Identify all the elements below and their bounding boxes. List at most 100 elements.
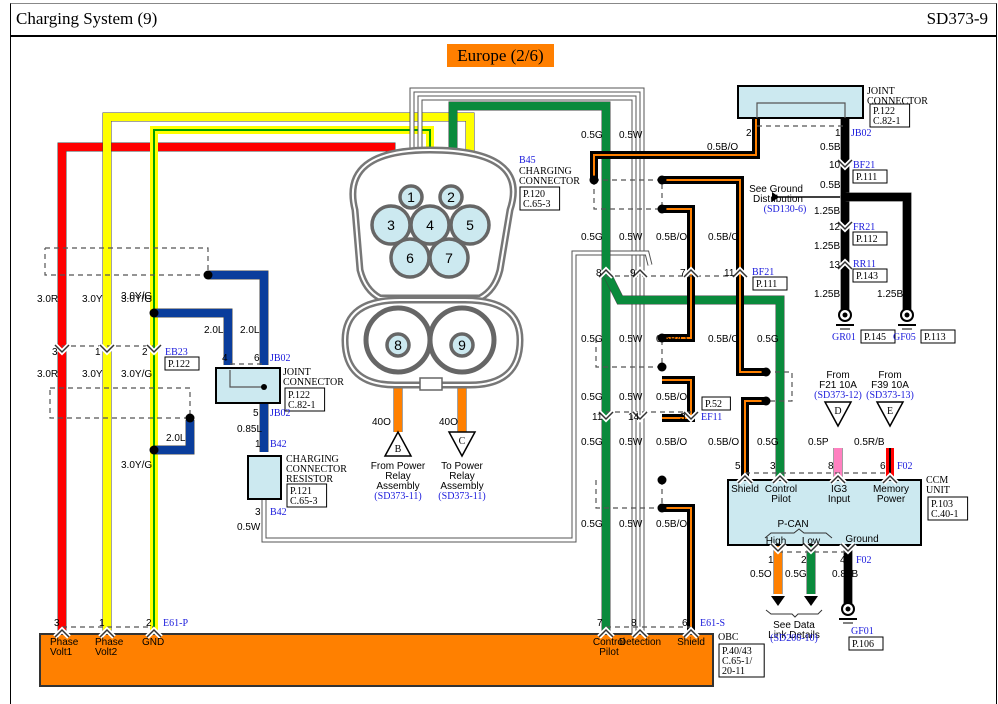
connector-code: EB23 — [165, 347, 188, 358]
connector-pin-label: 3 — [387, 217, 395, 233]
wire-label: 3.0Y/G — [121, 294, 152, 305]
arrow-down-icon — [804, 596, 818, 606]
shield-dash-low — [595, 480, 663, 509]
connector-code: BF21 — [752, 267, 774, 278]
wire-label: 3.0Y/G — [121, 460, 152, 471]
offpage-b-ref: (SD373-11) — [374, 491, 421, 502]
ground-distribution-label: Distribution — [753, 194, 803, 205]
wire-label: 40O — [439, 417, 458, 428]
ccm-label: CCM — [926, 475, 948, 486]
ref-text: P.111 — [856, 172, 877, 183]
wire-label: 0.5B — [820, 142, 841, 153]
ref-text: P.122 — [168, 359, 190, 370]
connector-pin-label: 8 — [394, 337, 402, 353]
ref-box — [852, 231, 888, 246]
pin-label: 9 — [630, 268, 636, 279]
data-link-brace — [765, 609, 823, 618]
ground-distribution-ref: (SD130-6) — [764, 204, 807, 215]
splice-dot — [657, 362, 667, 372]
ccm-pin-label: Power — [877, 494, 906, 505]
rr11-ref: P.143 — [852, 268, 888, 283]
joint-connector-left-label: JOINT — [283, 367, 311, 378]
wire-label: 1.25B — [814, 241, 840, 252]
wire-label: 0.5G — [581, 392, 603, 403]
connector-chevron-icon — [54, 344, 70, 354]
wire-ground-gf05 — [845, 192, 912, 310]
offpage-c-label: Assembly — [440, 481, 483, 492]
ccm-pin-label: Pilot — [771, 494, 791, 505]
wire-label: 0.5G — [581, 519, 603, 530]
wire-label: 0.85B — [832, 569, 858, 580]
pin-label: 10 — [829, 160, 841, 171]
wire-label: 0.5W — [619, 232, 643, 243]
ref-text: P.143 — [856, 271, 878, 282]
offpage-d-label: From — [826, 370, 849, 381]
splice-dot — [149, 308, 159, 318]
wire-label: 0.5B/O — [656, 519, 687, 530]
offpage-c-label: To Power — [441, 461, 483, 472]
connector-pin-4 — [409, 204, 451, 246]
gf05-ref: P.113 — [920, 329, 956, 344]
splice-dot — [185, 413, 195, 423]
pin-label: 7 — [597, 618, 603, 629]
wire-label: 2.0L — [240, 325, 260, 336]
joint-connector-label: JOINT — [867, 86, 895, 97]
page-code: SD373-9 — [926, 9, 988, 28]
ref-box — [701, 396, 731, 411]
pin-label: 13 — [829, 260, 841, 271]
pin-label: 3 — [54, 618, 60, 629]
wire-label: 0.5O — [750, 569, 772, 580]
pin-label: 1 — [835, 128, 841, 139]
splice-dot — [657, 175, 667, 185]
ref-text: P.103 — [931, 499, 953, 510]
wire-label: 0.5B/O — [656, 392, 687, 403]
offpage-letter: E — [887, 406, 893, 417]
pin-label: 8 — [828, 461, 834, 472]
ref-text: P.122 — [873, 106, 895, 117]
connector-chevron-icon — [830, 474, 846, 484]
wire-label: 0.5B/O — [656, 437, 687, 448]
joint-connector-left-box — [215, 367, 281, 404]
connector-pin-label: 4 — [426, 217, 434, 233]
connector-chevron-icon — [146, 628, 162, 638]
wire-label: 0.5W — [619, 437, 643, 448]
pin-label: 6 — [682, 618, 688, 629]
wire-core — [262, 251, 652, 542]
ccm-pin-label: Shield — [731, 484, 759, 495]
wire-core — [602, 270, 784, 480]
connector-code: FR21 — [853, 222, 875, 233]
wire-label: 3.0Y/G — [121, 291, 152, 302]
wire-label: 0.5B/O — [708, 232, 739, 243]
shield-dash-top-left — [44, 247, 209, 276]
ref-box — [852, 268, 888, 283]
wire-shield-top — [590, 119, 760, 180]
connector-chevron-icon — [146, 344, 162, 354]
charging-connector-label: CONNECTOR — [519, 176, 580, 187]
pin-label: 1 — [255, 439, 261, 450]
ref-box — [286, 483, 328, 508]
wire-label: 1.25B — [814, 206, 840, 217]
wire-label: 1.25B — [814, 289, 840, 300]
wire-core — [845, 193, 911, 310]
connector-pin-label: 1 — [407, 189, 415, 205]
offpage-d-icon: D — [823, 401, 853, 428]
joint-connector-label: CONNECTOR — [867, 96, 928, 107]
ccm-unit-box — [727, 479, 922, 546]
connector-chevron-icon — [772, 474, 788, 484]
wire-stripe — [593, 119, 757, 180]
wire-label: 3.0Y — [82, 369, 103, 380]
wire-label: 0.5G — [581, 130, 603, 141]
pin-label: 7 — [680, 268, 686, 279]
wire-label: 0.5G — [757, 437, 779, 448]
wire-label: 0.5B/O — [708, 437, 739, 448]
ref-box — [927, 496, 969, 521]
pcan-low-label: Low — [802, 536, 821, 547]
obc-label: OBC — [718, 632, 739, 643]
ref-text: P.111 — [756, 279, 777, 290]
fr21-ref: P.112 — [852, 231, 888, 246]
connector-chevron-icon — [837, 159, 853, 169]
pcan-brace — [764, 528, 833, 539]
wire-label: 0.5G — [581, 334, 603, 345]
ground-center — [904, 312, 910, 318]
